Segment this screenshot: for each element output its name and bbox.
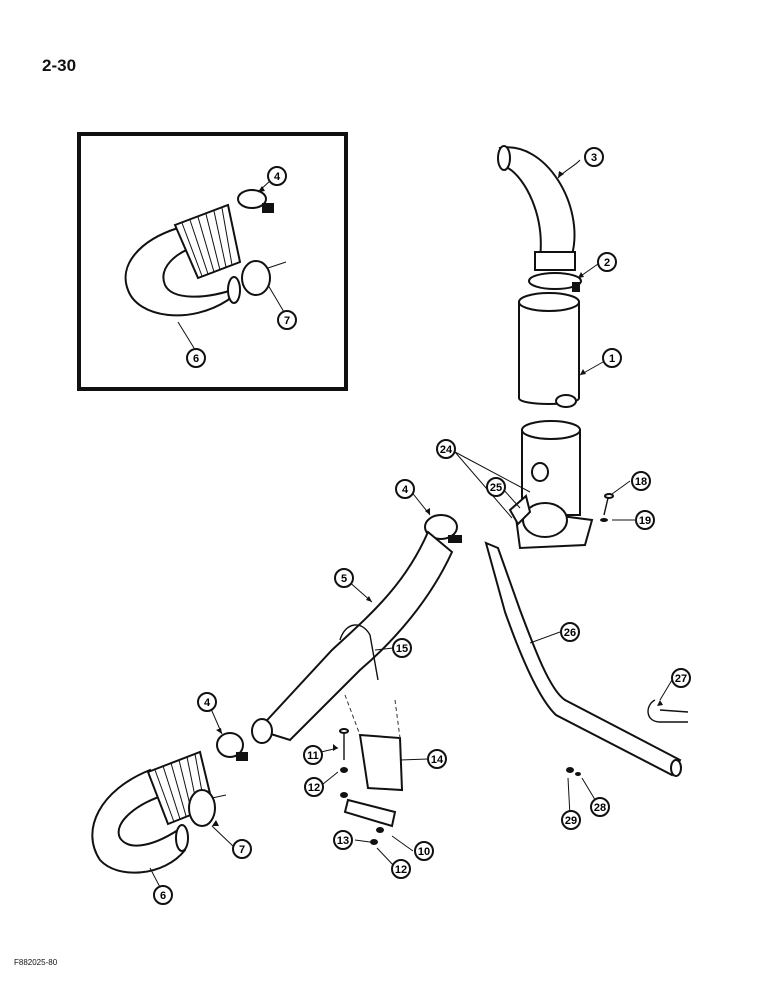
callout-7-lower: 7: [232, 839, 252, 859]
svg-text:4: 4: [204, 697, 211, 709]
svg-text:6: 6: [193, 353, 199, 365]
callout-12-lower: 12: [391, 859, 411, 879]
callout-6-lower: 6: [153, 885, 173, 905]
svg-text:4: 4: [274, 171, 281, 183]
inset-clamp-7: [241, 260, 287, 296]
callout-11: 11: [303, 745, 323, 765]
callout-2: 2: [597, 252, 617, 272]
svg-text:3: 3: [591, 152, 597, 164]
svg-text:18: 18: [635, 476, 647, 488]
elbow-flange: [508, 420, 594, 550]
svg-text:1: 1: [609, 353, 615, 365]
svg-text:25: 25: [490, 482, 502, 494]
callout-12-upper: 12: [304, 777, 324, 797]
callout-4-lower: 4: [197, 692, 217, 712]
clamp-7-lower: [188, 789, 227, 827]
svg-text:2: 2: [604, 257, 610, 269]
svg-text:27: 27: [675, 673, 687, 685]
svg-text:26: 26: [564, 627, 576, 639]
svg-text:24: 24: [440, 444, 453, 456]
clamp-4-upper: [424, 514, 462, 543]
clamp-4-lower: [216, 732, 248, 761]
bracket-14: [343, 694, 404, 828]
fastener-18-19: [600, 493, 614, 522]
page-number: 2-30: [42, 56, 77, 75]
callout-26: 26: [560, 622, 580, 642]
svg-text:12: 12: [308, 782, 320, 794]
callout-4-inset: 4: [267, 166, 287, 186]
callout-27: 27: [671, 668, 691, 688]
callout-29: 29: [561, 810, 581, 830]
callout-13: 13: [333, 830, 353, 850]
figure-code: F882025-80: [14, 958, 58, 967]
stack-tip: [497, 145, 576, 271]
callouts: 4 7 6 3 2 1 24 25 18 19 4 5 15 26 27 4 1…: [153, 147, 691, 905]
callout-5: 5: [334, 568, 354, 588]
callout-3: 3: [584, 147, 604, 167]
callout-10: 10: [414, 841, 434, 861]
svg-text:11: 11: [307, 750, 319, 762]
svg-text:7: 7: [284, 315, 290, 327]
svg-text:5: 5: [341, 573, 347, 585]
svg-text:6: 6: [160, 890, 166, 902]
nuts-28-29: [566, 767, 581, 776]
ubolt-27: [647, 699, 689, 723]
stack-clamp: [528, 272, 582, 292]
inset-frame: [77, 132, 348, 391]
arrow-heads: [212, 171, 663, 826]
svg-text:10: 10: [418, 846, 430, 858]
svg-text:28: 28: [594, 802, 606, 814]
svg-text:14: 14: [431, 754, 444, 766]
svg-text:7: 7: [239, 844, 245, 856]
leader-lines: [149, 159, 673, 892]
inset-flex-pipe: [124, 203, 242, 317]
callout-1: 1: [602, 348, 622, 368]
callout-15: 15: [392, 638, 412, 658]
callout-6-inset: 6: [186, 348, 206, 368]
callout-18: 18: [631, 471, 651, 491]
callout-24: 24: [436, 439, 456, 459]
callout-14: 14: [427, 749, 447, 769]
callout-19: 19: [635, 510, 655, 530]
pipe-5: [251, 530, 454, 744]
inset-clamp-4: [237, 189, 274, 213]
bolts-11-12-13: [339, 728, 384, 845]
callout-25: 25: [486, 477, 506, 497]
svg-text:12: 12: [395, 864, 407, 876]
svg-text:19: 19: [639, 515, 651, 527]
callout-7-inset: 7: [277, 310, 297, 330]
svg-text:29: 29: [565, 815, 577, 827]
muffler: [518, 292, 580, 408]
callout-4-upper: 4: [395, 479, 415, 499]
svg-text:4: 4: [402, 484, 409, 496]
svg-text:13: 13: [337, 835, 349, 847]
svg-text:15: 15: [396, 643, 408, 655]
tail-pipe-26: [484, 541, 682, 777]
callout-28: 28: [590, 797, 610, 817]
band-15: [339, 624, 379, 681]
